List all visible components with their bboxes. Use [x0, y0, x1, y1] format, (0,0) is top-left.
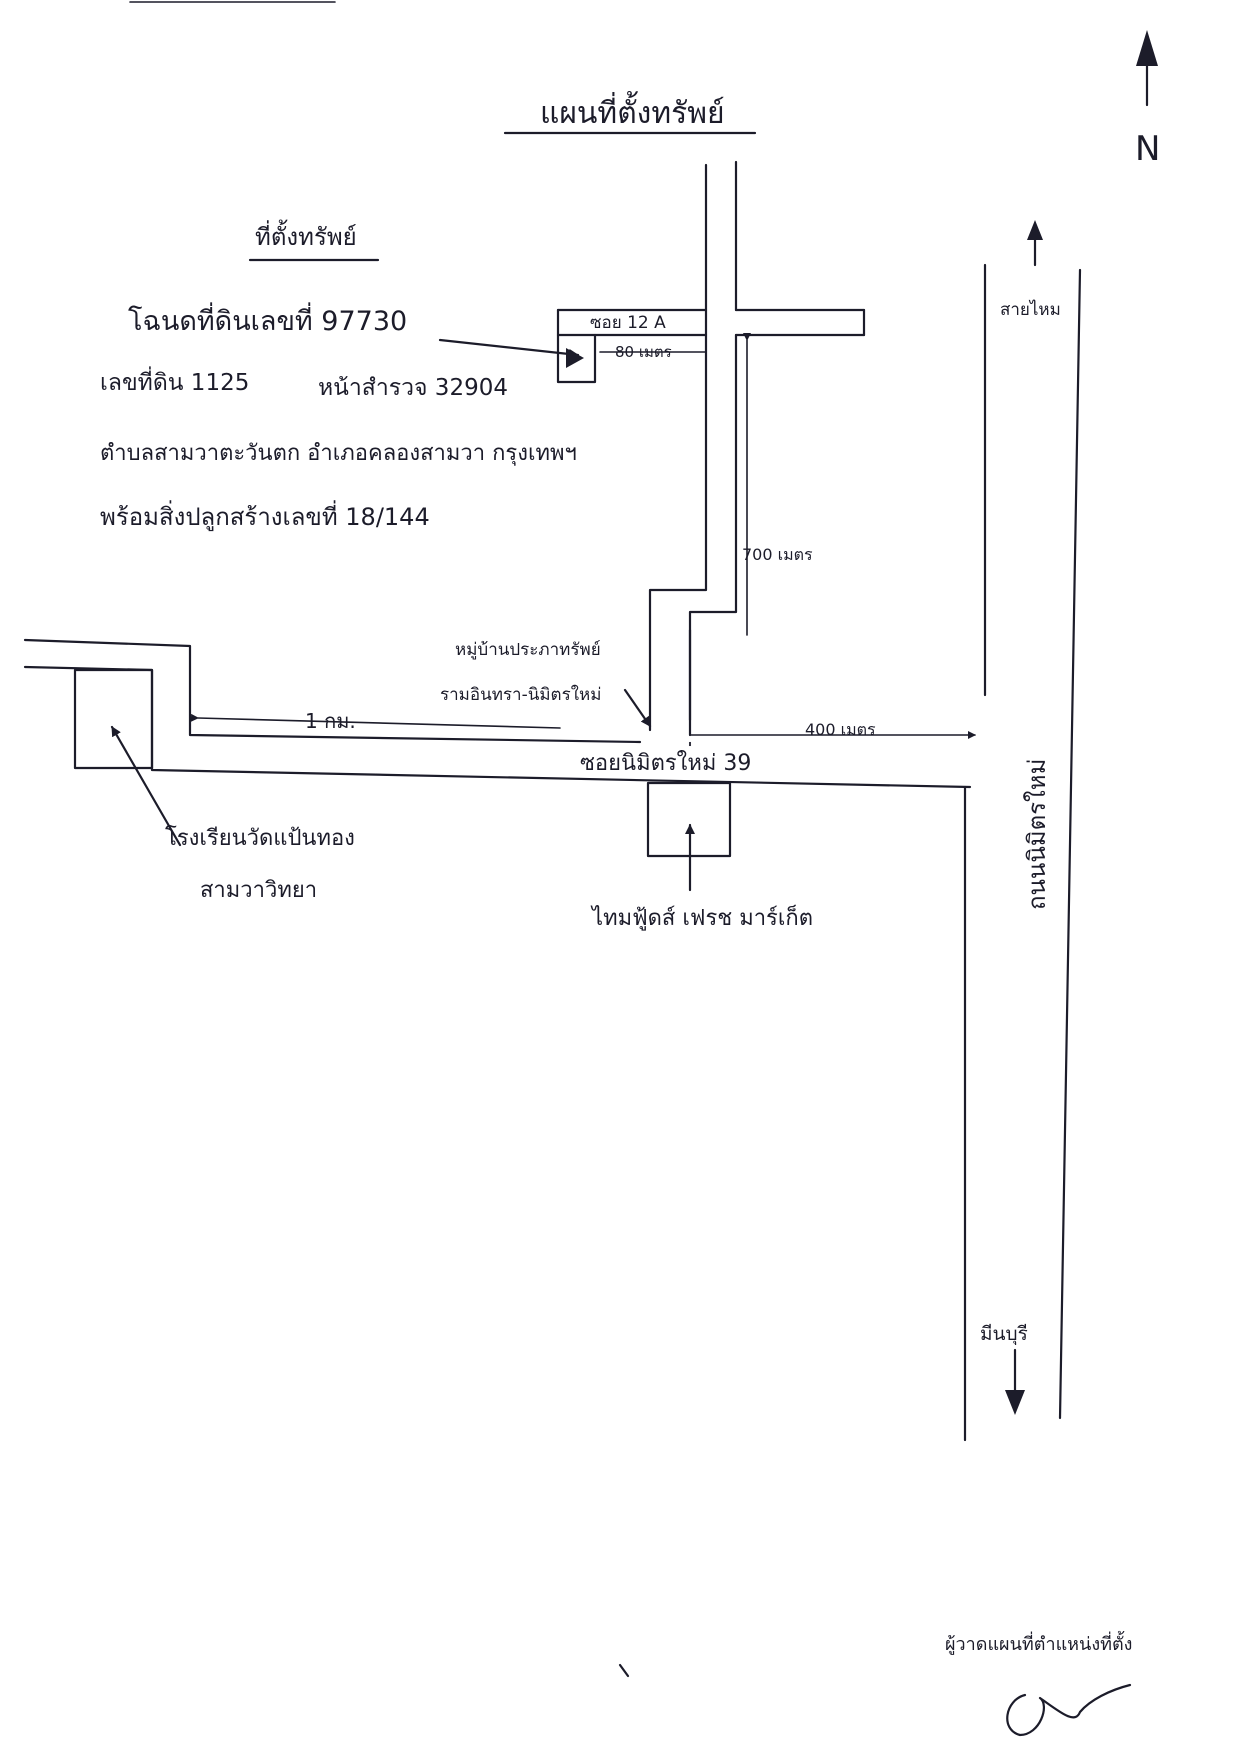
- to-south-label: มีนบุรี: [980, 1323, 1028, 1346]
- main-road: [963, 263, 1082, 1442]
- village-label-line2: รามอินทรา-นิมิตรใหม่: [440, 684, 601, 705]
- property-marker-icon: [566, 348, 584, 368]
- to-north-arrow-icon: [1027, 220, 1043, 267]
- market-label: ไทมฟู้ดส์ เฟรช มาร์เก็ต: [590, 903, 813, 931]
- school-label-line1: โรงเรียนวัดแป้นทอง: [165, 825, 355, 851]
- school-plot: [73, 668, 154, 770]
- property-location-line: ตำบลสามวาตะวันตก อำเภอคลองสามวา กรุงเทพฯ: [100, 441, 577, 466]
- school-pointer-arrow: [110, 725, 182, 847]
- soi-12a-road: [556, 308, 866, 337]
- property-info: โฉนดที่ดินเลขที่ 97730 เลขที่ดิน 1125 หน…: [100, 302, 577, 532]
- stray-mark: [618, 1663, 630, 1678]
- main-road-label: ถนนนิมิตรใหม่: [1023, 759, 1051, 910]
- dim-1km-line: [190, 713, 561, 729]
- property-plot: [556, 333, 597, 384]
- main-soi-label: ซอยนิมิตรใหม่ 39: [580, 750, 751, 776]
- main-soi-road: [23, 638, 972, 789]
- school-label-line2: สามวาวิทยา: [200, 878, 317, 903]
- inner-connector-road: [688, 628, 692, 722]
- dim-700-label: 700 เมตร: [742, 545, 813, 564]
- village-label-line1: หมู่บ้านประภาทรัพย์: [455, 640, 601, 660]
- to-north-label: สายไหม: [1000, 299, 1061, 320]
- vertical-soi-road: [648, 160, 738, 737]
- property-subtitle: ที่ตั้งทรัพย์: [255, 219, 357, 251]
- dim-80-label: 80 เมตร: [615, 343, 672, 361]
- north-label: N: [1135, 129, 1160, 169]
- to-south-arrow-icon: [1005, 1348, 1025, 1415]
- deed-pointer-arrow: [438, 338, 580, 359]
- north-arrow-icon: [1136, 30, 1158, 107]
- dim-1km-label: 1 กม.: [305, 709, 356, 733]
- soi-12a-label: ซอย 12 A: [590, 313, 666, 333]
- signature: [1006, 1683, 1132, 1737]
- property-deed-line: โฉนดที่ดินเลขที่ 97730: [128, 302, 407, 337]
- property-parcel-line: เลขที่ดิน 1125: [100, 366, 249, 396]
- dim-400-label: 400 เมตร: [805, 720, 876, 739]
- signature-caption: ผู้วาดแผนที่ตำแหน่งที่ตั้ง: [945, 1631, 1132, 1655]
- map-title: แผนที่ตั้งทรัพย์: [540, 91, 725, 131]
- property-survey-line: หน้าสำรวจ 32904: [318, 375, 508, 401]
- village-pointer-arrow: [623, 688, 652, 728]
- property-building-line: พร้อมสิ่งปลูกสร้างเลขที่ 18/144: [100, 500, 430, 532]
